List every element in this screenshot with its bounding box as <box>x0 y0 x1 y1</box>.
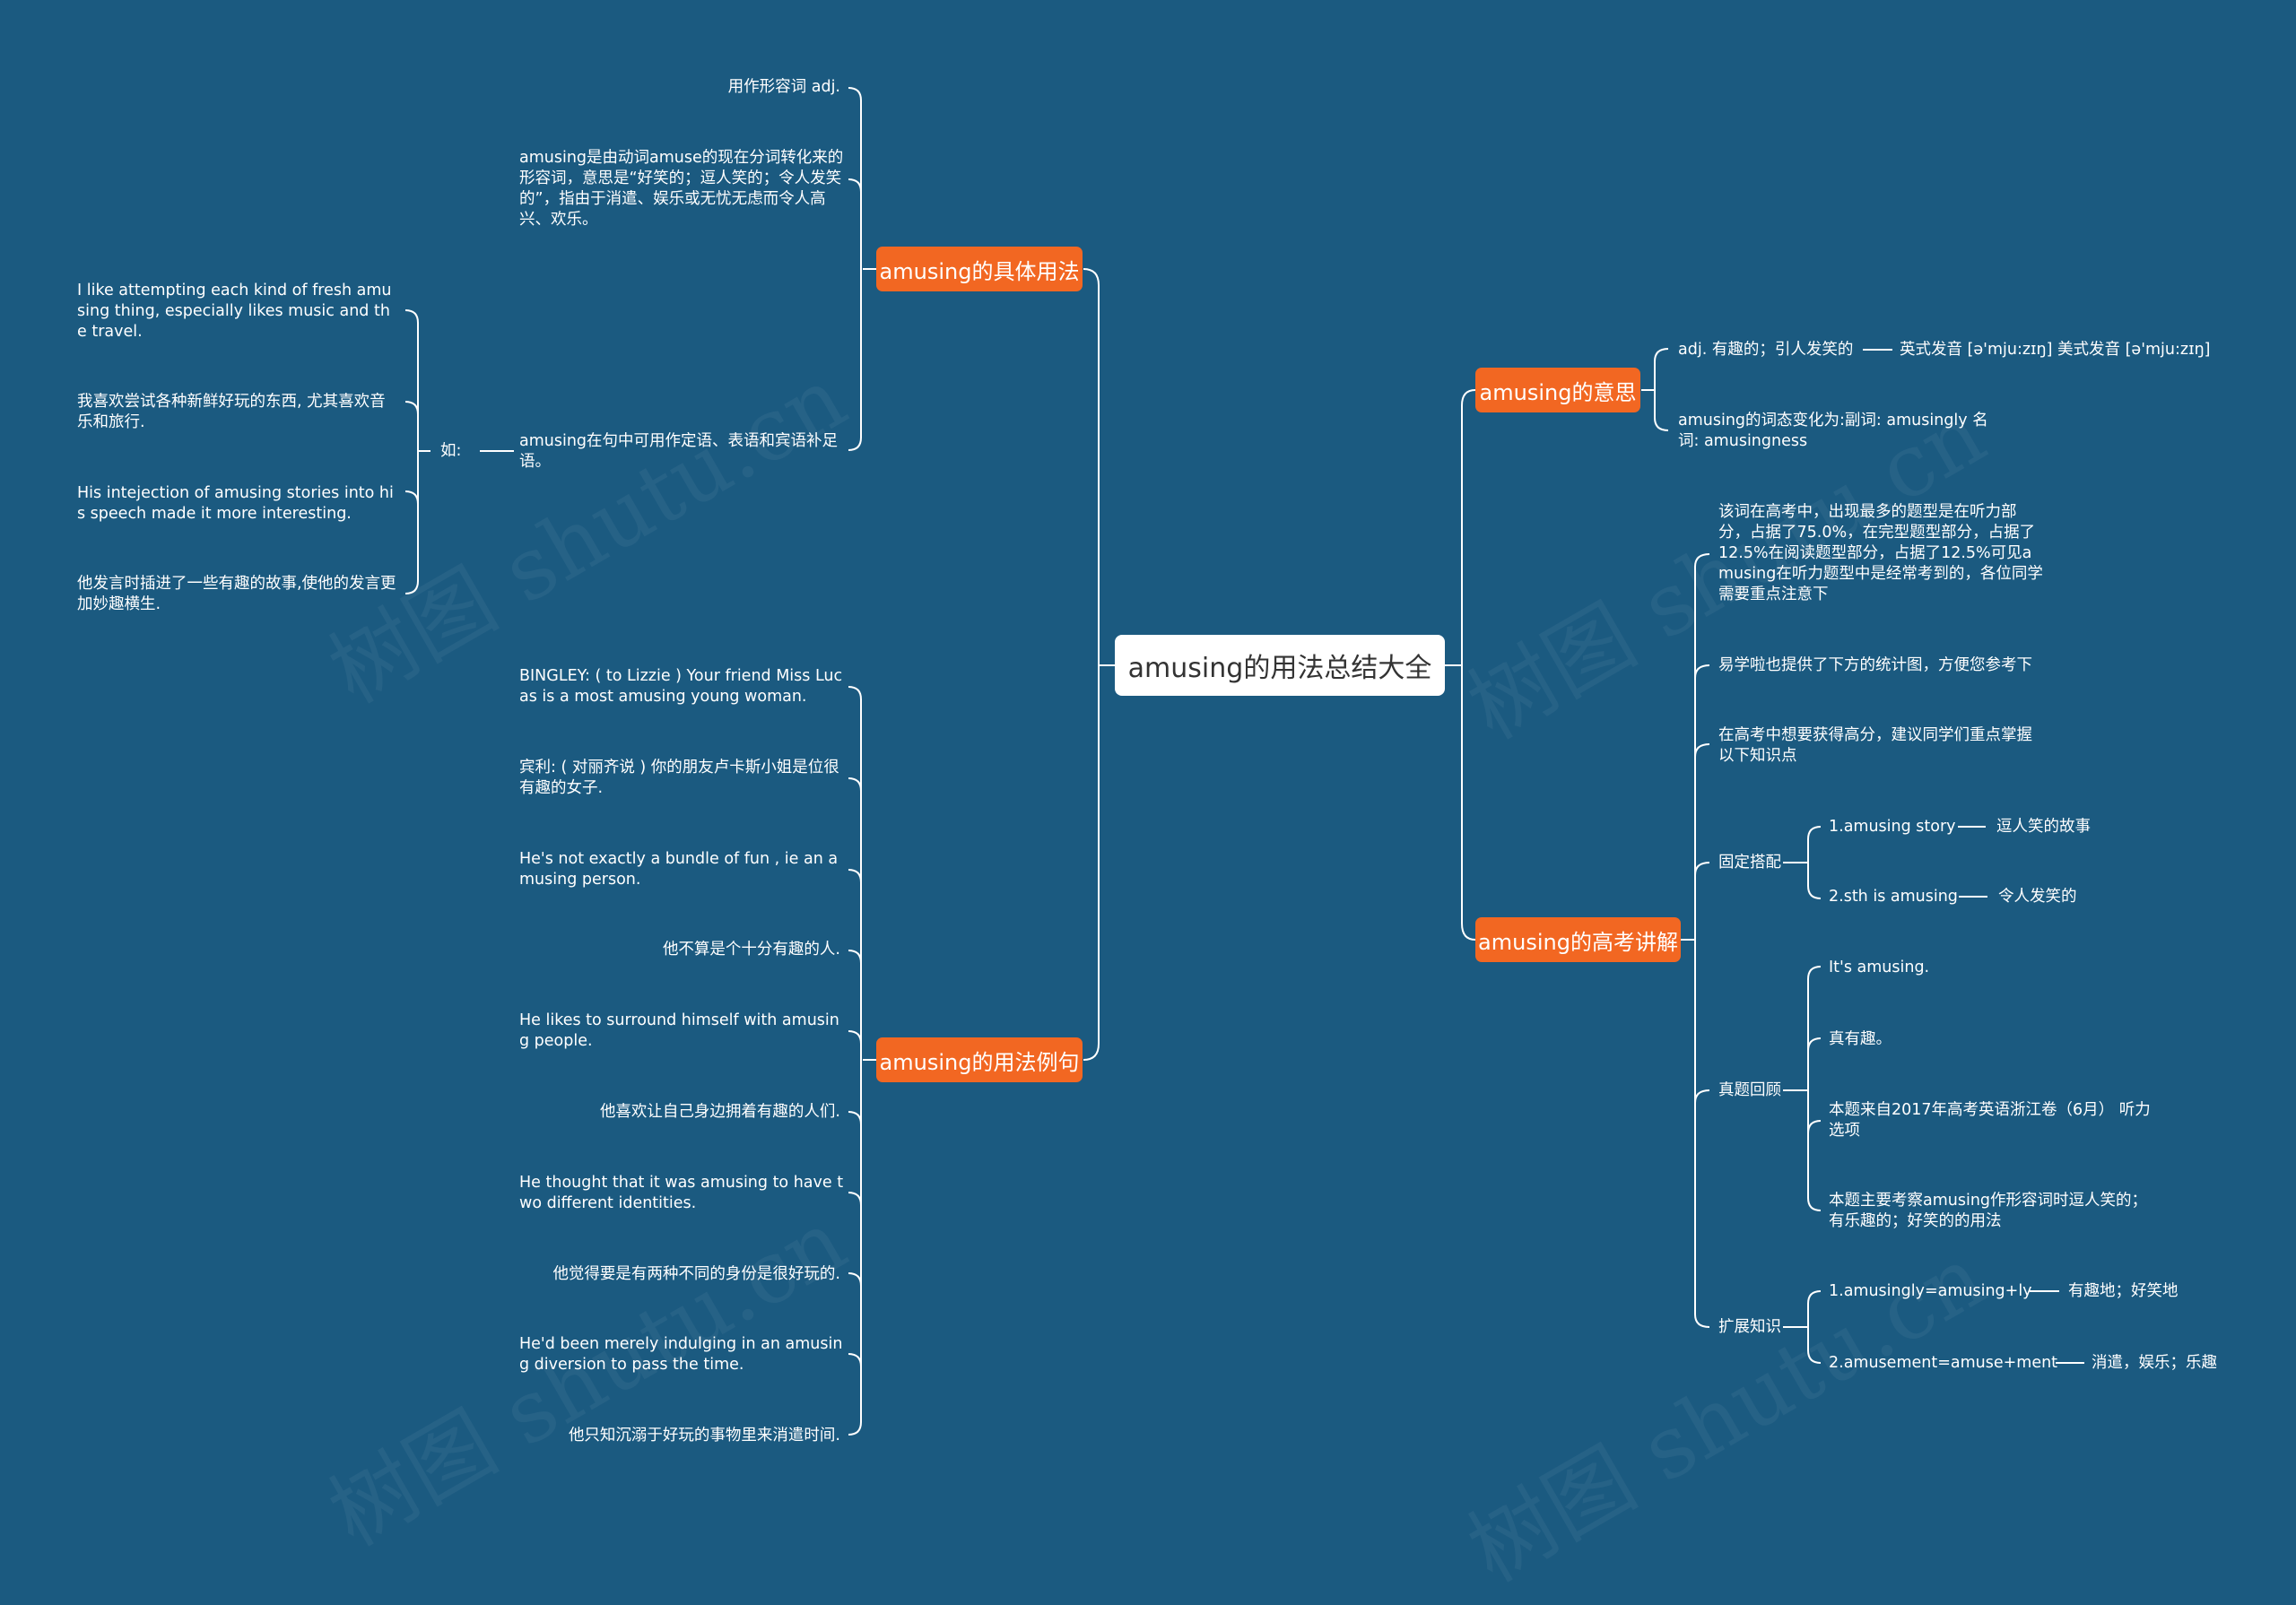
sentence-item[interactable]: BINGLEY: ( to Lizzie ) Your friend Miss … <box>519 667 843 706</box>
sentence-item[interactable]: 宾利: ( 对丽齐说 ) 你的朋友卢卡斯小姐是位很有趣的女子. <box>519 759 839 797</box>
review-item[interactable]: 真有趣。 <box>1829 1030 1892 1048</box>
node-stat[interactable]: 该词在高考中，出现最多的题型是在听力部分，占据了75.0%，在完型题型部分，占据… <box>1718 503 2043 603</box>
sentence-item[interactable]: 他不算是个十分有趣的人. <box>662 941 840 959</box>
node-chart-note[interactable]: 易学啦也提供了下方的统计图，方便您参考下 <box>1718 656 2032 674</box>
sentence-item[interactable]: He likes to surround himself with amusin… <box>519 1011 839 1050</box>
node-function[interactable]: amusing在句中可用作定语、表语和宾语补足语。 <box>519 432 839 471</box>
branch-sentences[interactable]: amusing的用法例句 <box>876 1037 1083 1082</box>
collocation-cn[interactable]: 逗人笑的故事 <box>1996 818 2091 836</box>
node-example-label[interactable]: 如: <box>440 442 462 460</box>
node-pronunciation[interactable]: 英式发音 [ə'mju:zɪŋ] 美式发音 [ə'mju:zɪŋ] <box>1900 341 2211 359</box>
sentence-item[interactable]: He'd been merely indulging in an amusing… <box>519 1335 843 1374</box>
root-topic[interactable]: amusing的用法总结大全 <box>1115 635 1445 696</box>
node-definition[interactable]: amusing是由动词amuse的现在分词转化来的形容词，意思是“好笑的；逗人笑… <box>519 149 844 229</box>
branch-meaning[interactable]: amusing的意思 <box>1475 368 1640 412</box>
collocation-cn[interactable]: 令人发笑的 <box>1998 888 2077 906</box>
collocation-en[interactable]: 2.sth is amusing <box>1829 888 1958 906</box>
node-collocation[interactable]: 固定搭配 <box>1718 854 1781 872</box>
extension-en[interactable]: 2.amusement=amuse+ment <box>1829 1354 2058 1372</box>
example-item[interactable]: His intejection of amusing stories into … <box>77 484 394 523</box>
collocation-en[interactable]: 1.amusing story <box>1829 818 1956 836</box>
sentence-item[interactable]: 他喜欢让自己身边拥着有趣的人们. <box>599 1103 840 1121</box>
example-item[interactable]: 我喜欢尝试各种新鲜好玩的东西, 尤其喜欢音乐和旅行. <box>77 393 386 431</box>
review-item[interactable]: 本题主要考察amusing作形容词时逗人笑的；有乐趣的；好笑的的用法 <box>1829 1192 2148 1230</box>
node-review[interactable]: 真题回顾 <box>1718 1081 1781 1099</box>
review-item[interactable]: 本题来自2017年高考英语浙江卷（6月） 听力 选项 <box>1829 1101 2151 1140</box>
node-forms[interactable]: amusing的词态变化为:副词: amusingly 名词: amusingn… <box>1678 412 1988 450</box>
mindmap-canvas: 树图 shutu.cn 树图 shutu.cn 树图 shutu.cn 树图 s… <box>77 78 2217 1601</box>
sentence-item[interactable]: 他只知沉溺于好玩的事物里来消遣时间. <box>568 1427 840 1444</box>
extension-cn[interactable]: 有趣地；好笑地 <box>2068 1282 2179 1300</box>
node-advice[interactable]: 在高考中想要获得高分，建议同学们重点掌握以下知识点 <box>1718 726 2032 765</box>
example-item[interactable]: 他发言时插进了一些有趣的故事,使他的发言更加妙趣横生. <box>77 575 396 613</box>
node-adj[interactable]: adj. 有趣的；引人发笑的 <box>1678 341 1854 359</box>
branch-exam[interactable]: amusing的高考讲解 <box>1475 917 1681 962</box>
node-pos[interactable]: 用作形容词 adj. <box>727 78 840 96</box>
extension-cn[interactable]: 消遣，娱乐；乐趣 <box>2092 1354 2217 1372</box>
review-item[interactable]: It's amusing. <box>1829 959 1930 976</box>
extension-en[interactable]: 1.amusingly=amusing+ly <box>1829 1282 2032 1300</box>
branch-usage[interactable]: amusing的具体用法 <box>876 247 1083 291</box>
connector-lines <box>404 87 2084 1436</box>
sentence-item[interactable]: 他觉得要是有两种不同的身份是很好玩的. <box>552 1265 840 1283</box>
node-extension[interactable]: 扩展知识 <box>1718 1318 1781 1336</box>
sentence-item[interactable]: He's not exactly a bundle of fun , ie an… <box>519 850 839 889</box>
example-item[interactable]: I like attempting each kind of fresh amu… <box>77 282 392 341</box>
sentence-item[interactable]: He thought that it was amusing to have t… <box>519 1174 844 1212</box>
